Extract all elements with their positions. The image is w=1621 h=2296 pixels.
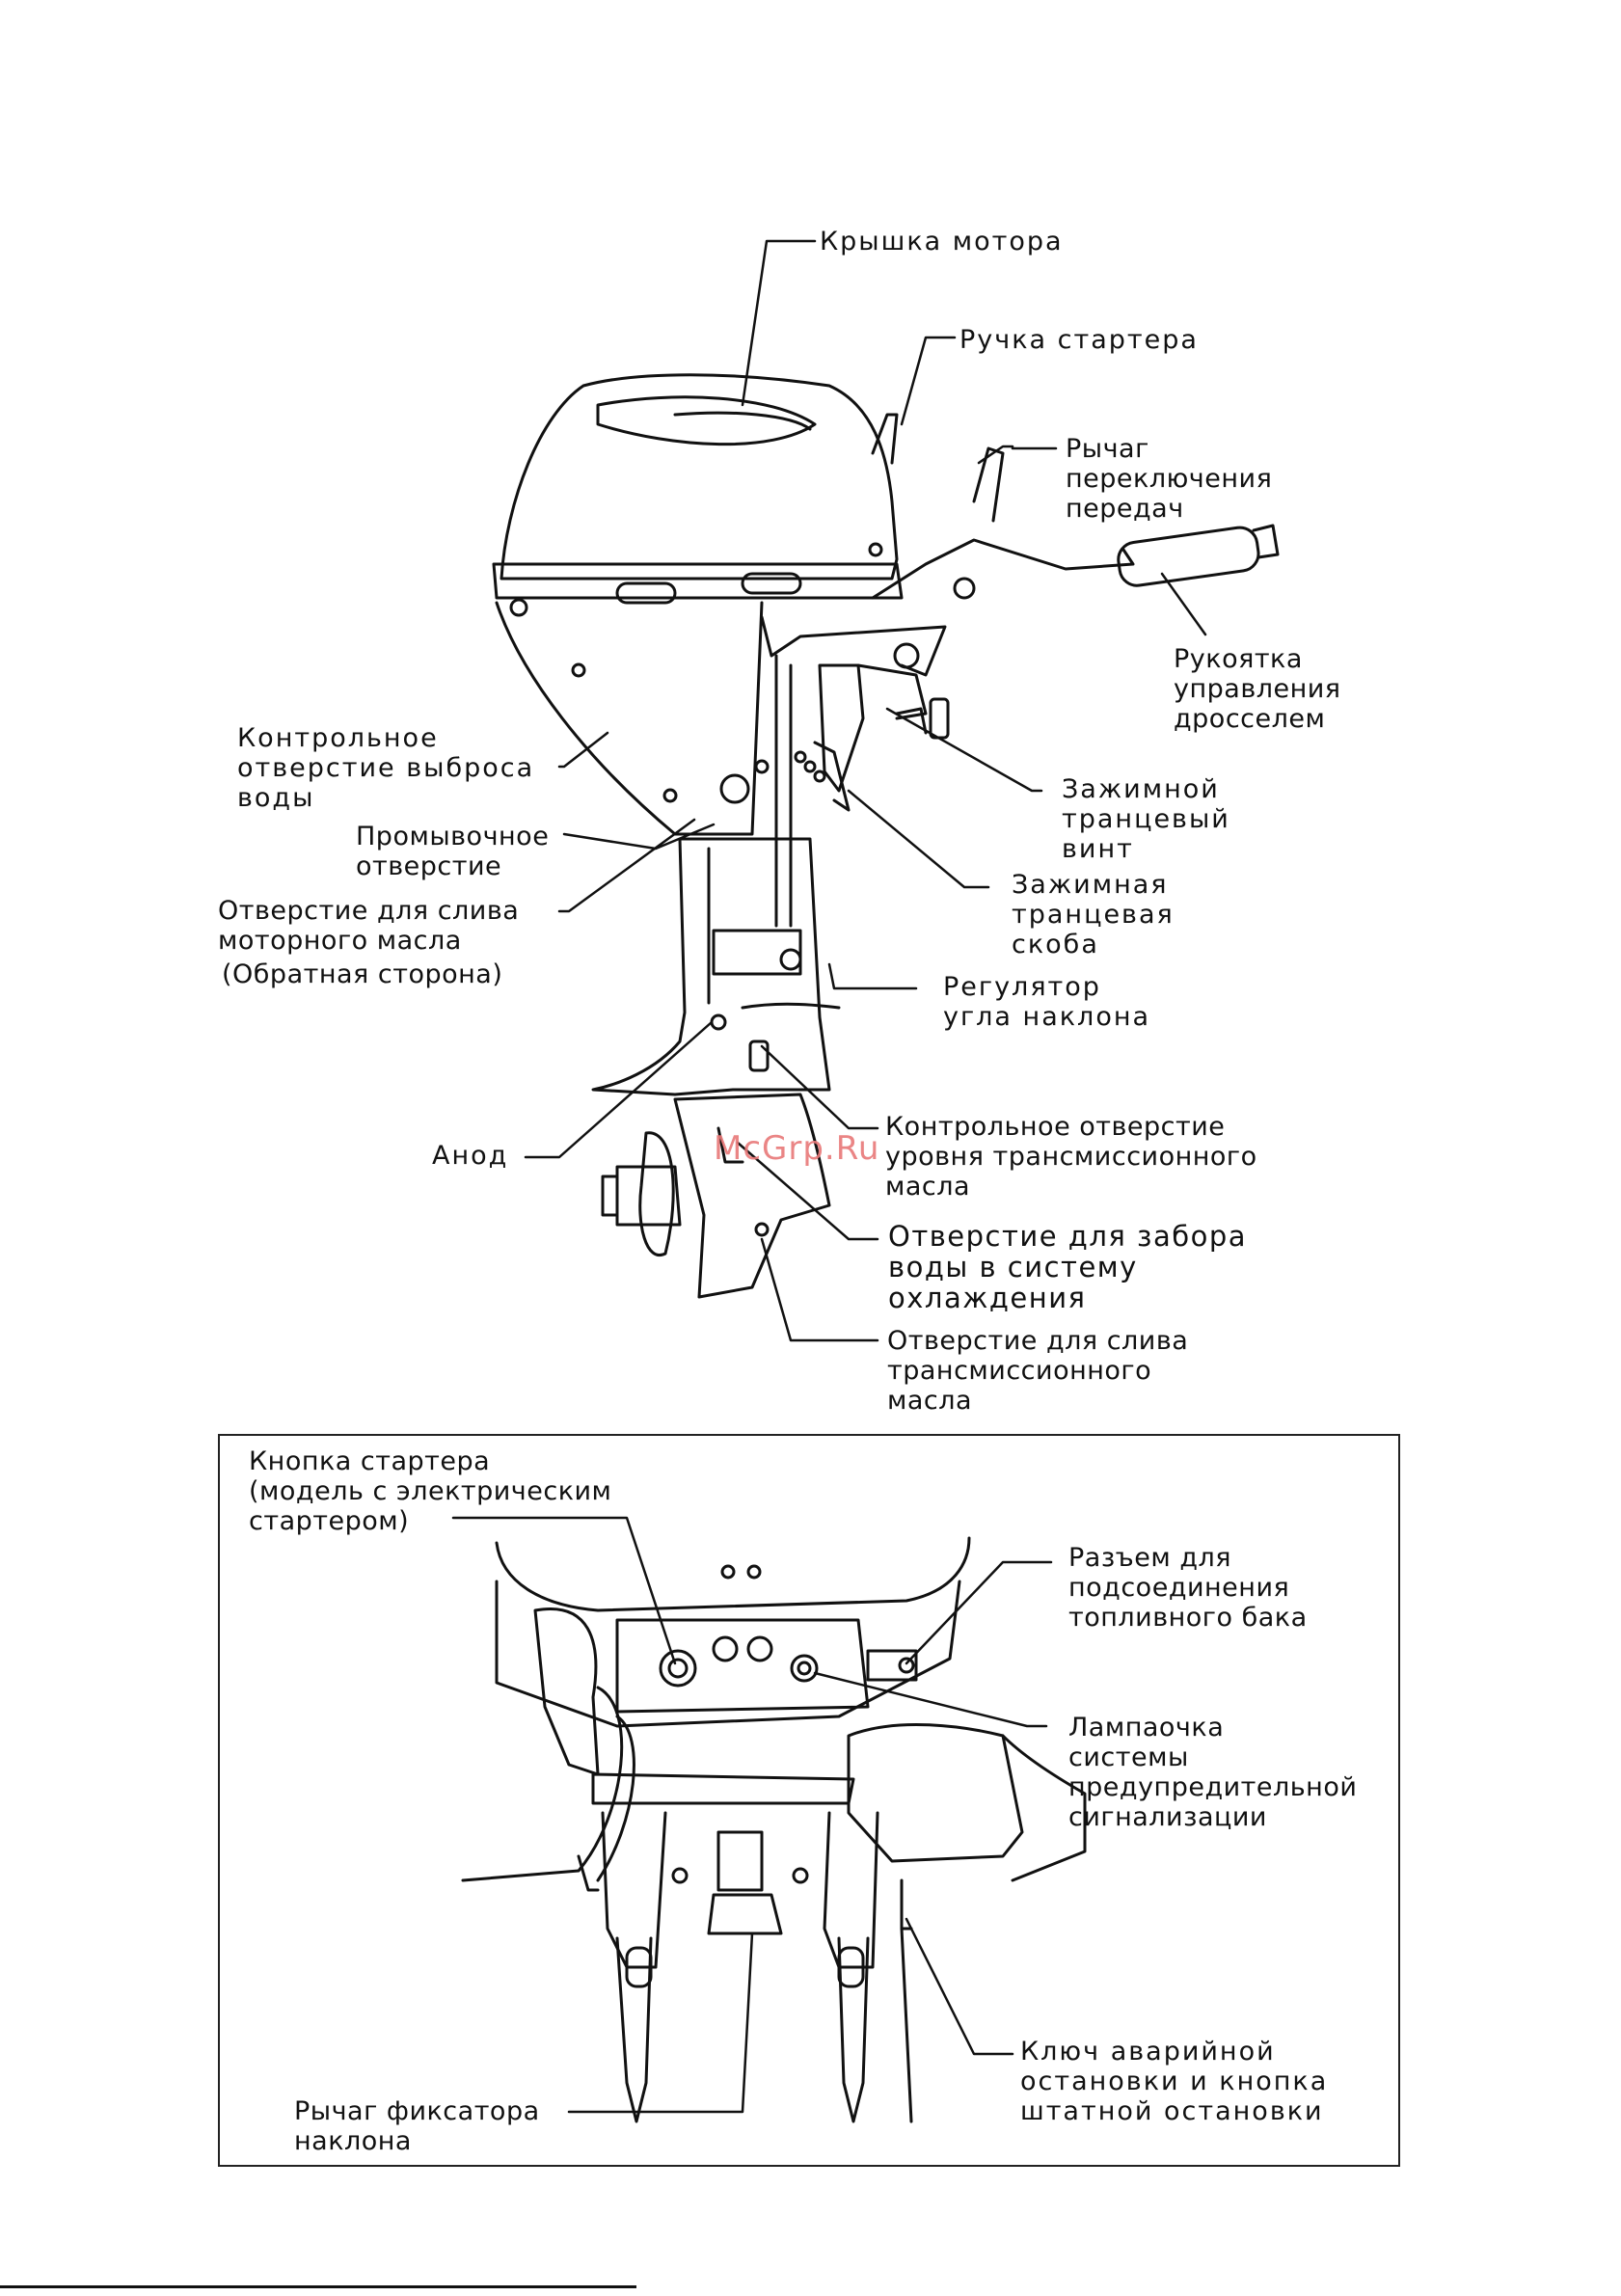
lower-cowl-shape bbox=[495, 601, 770, 836]
label-clamp-bracket: Зажимная транцевая скоба bbox=[1012, 870, 1175, 959]
gearcase-shape bbox=[673, 1093, 831, 1299]
watermark: McGrp.Ru bbox=[714, 1129, 880, 1168]
label-water-intake: Отверстие для забора воды в систему охла… bbox=[888, 1220, 1248, 1314]
label-tilt-lock: Рычаг фиксатора наклона bbox=[294, 2096, 540, 2156]
label-gear-oil-level: Контрольное отверстие уровня трансмиссио… bbox=[885, 1112, 1257, 1202]
label-warning-lamp: Лампаочка системы предупредительной сигн… bbox=[1068, 1713, 1358, 1832]
propeller-shape bbox=[601, 1131, 682, 1257]
label-cover: Крышка мотора bbox=[820, 227, 1064, 257]
label-starter-handle: Ручка стартера bbox=[959, 325, 1199, 355]
label-stop-switch: Ключ аварийной остановки и кнопка штатно… bbox=[1020, 2037, 1329, 2126]
label-anode: Анод bbox=[432, 1141, 509, 1171]
label-clamp-screw: Зажимной транцевый винт bbox=[1062, 774, 1230, 864]
label-oil-drain-note: (Обратная сторона) bbox=[222, 959, 503, 989]
label-check-hole: Контрольное отверстие выброса воды bbox=[237, 723, 535, 813]
leader-lines-upper bbox=[524, 239, 1207, 1342]
label-throttle-grip: Рукоятка управления дросселем bbox=[1174, 644, 1341, 734]
detail-view-frame bbox=[218, 1434, 1400, 2167]
label-gear-oil-drain: Отверстие для слива трансмиссионного мас… bbox=[887, 1326, 1189, 1416]
label-shift-lever: Рычаг переключения передач bbox=[1066, 434, 1273, 524]
label-trim-adjuster: Регулятор угла наклона bbox=[943, 972, 1151, 1032]
label-flush-port: Промывочное отверстие bbox=[356, 822, 550, 881]
rear-view-shape bbox=[461, 1536, 1087, 2123]
label-fuel-connector: Разъем для подсоединения топливного бака bbox=[1068, 1543, 1308, 1633]
tiller-and-bracket-shape bbox=[760, 446, 1280, 928]
label-starter-button: Кнопка стартера (модель с электрическим … bbox=[249, 1446, 612, 1536]
footer-rule bbox=[0, 2285, 636, 2288]
label-oil-drain: Отверстие для слива моторного масла bbox=[218, 896, 520, 956]
shaft-housing-shape bbox=[591, 837, 841, 1096]
motor-cover-shape bbox=[492, 373, 904, 617]
leader-lines-lower bbox=[451, 1516, 1053, 2114]
